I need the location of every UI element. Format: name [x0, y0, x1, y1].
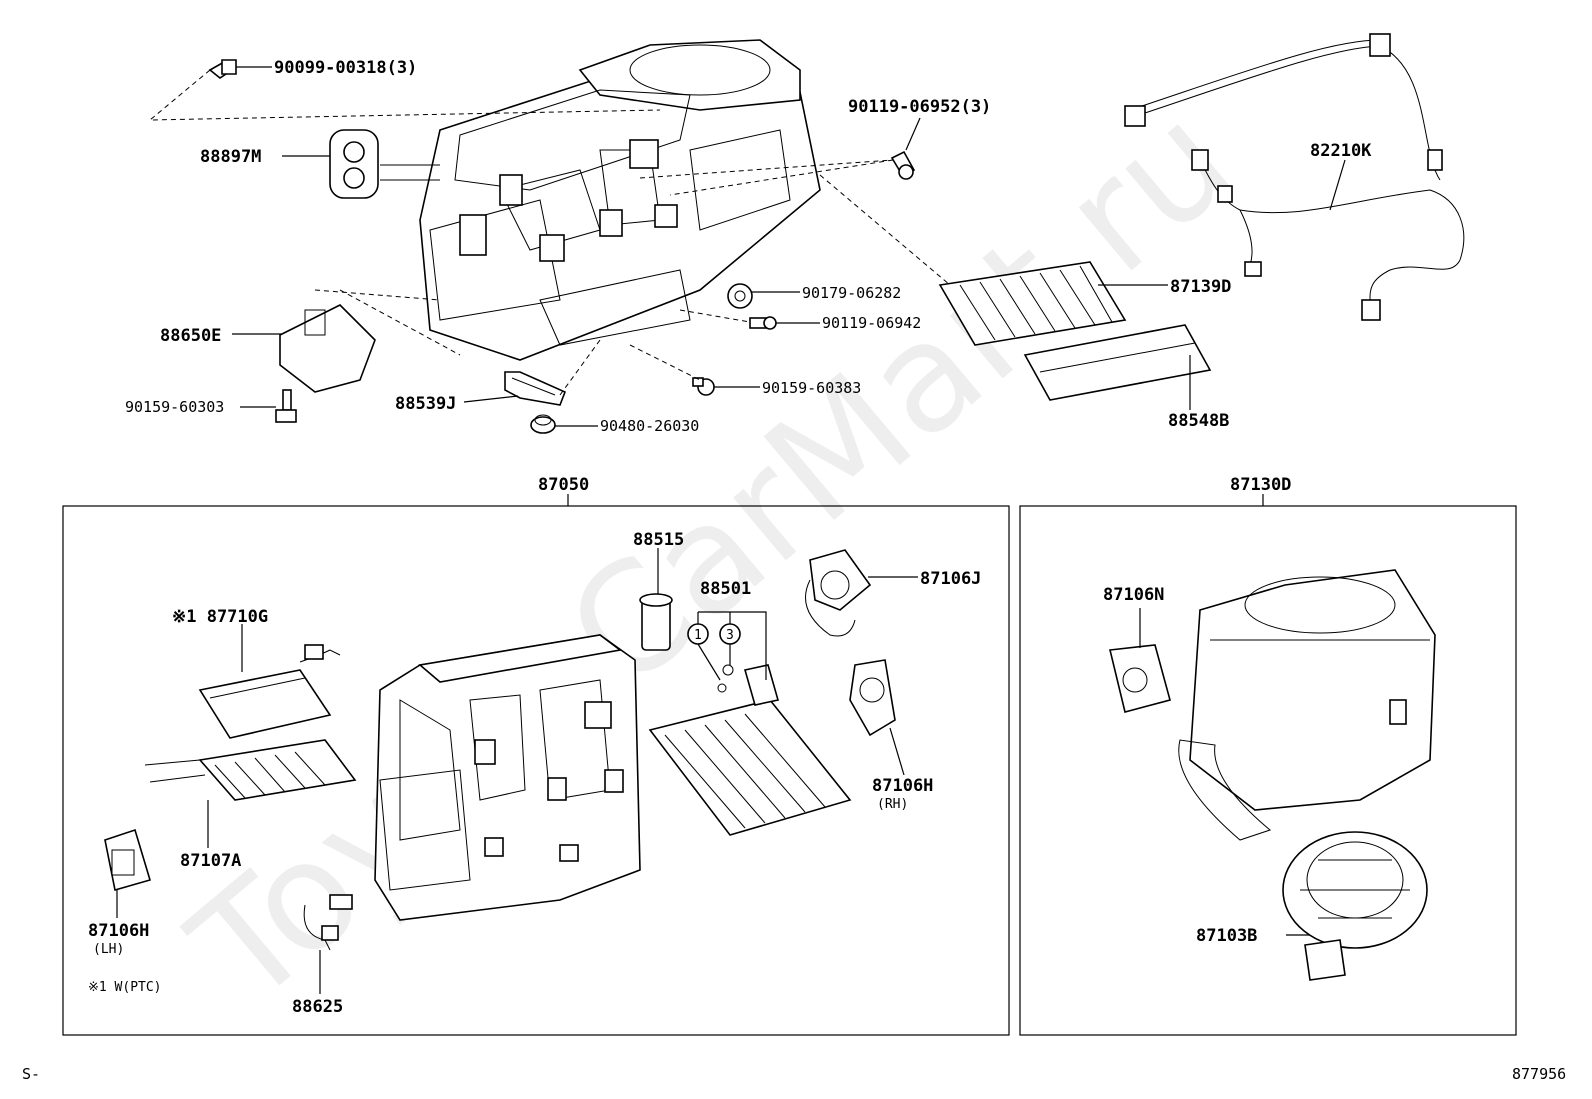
sensor-88515	[639, 593, 673, 651]
svg-text:3: 3	[726, 628, 734, 643]
actuator-87106h-lh	[104, 828, 151, 892]
group-box-87050	[62, 505, 1010, 1036]
actuator-87106h-rh	[849, 659, 896, 737]
label-88515: 88515	[633, 530, 684, 550]
group-label-87130d: 87130D	[1230, 475, 1291, 495]
group-label-87050: 87050	[538, 475, 589, 495]
label-88897m: 88897M	[200, 147, 261, 167]
hose-88539j	[504, 371, 567, 406]
footnote-ptc: ※1 W(PTC)	[88, 980, 162, 995]
heater-unit-drawing	[380, 39, 821, 361]
clip-90179	[727, 283, 753, 309]
label-87107a: 87107A	[180, 851, 241, 871]
heater-case-drawing	[374, 634, 641, 921]
label-90480-26030: 90480-26030	[600, 417, 699, 435]
label-87106n: 87106N	[1103, 585, 1164, 605]
wire-harness-82210k	[1124, 33, 1465, 321]
label-90159-60383: 90159-60383	[762, 379, 861, 397]
heater-core-87107a	[144, 739, 357, 801]
label-87139d: 87139D	[1170, 277, 1231, 297]
blower-motor-87103b	[1282, 831, 1428, 981]
ptc-heater-87710g	[198, 644, 341, 739]
evaporator-88501	[648, 664, 852, 836]
label-90119-06952: 90119-06952(3)	[848, 97, 991, 117]
grommet-88897m	[329, 129, 379, 199]
label-lh: (LH)	[93, 942, 124, 957]
grommet-90480	[530, 414, 556, 434]
sensor-88625	[303, 894, 353, 951]
module-88650e	[279, 304, 376, 393]
group-box-87130d	[1019, 505, 1517, 1036]
screw-90119-06942	[749, 316, 777, 330]
screw-90099	[208, 59, 237, 79]
label-88548b: 88548B	[1168, 411, 1229, 431]
label-90179-06282: 90179-06282	[802, 284, 901, 302]
label-rh: (RH)	[877, 797, 908, 812]
label-87710g: ※1 87710G	[172, 607, 268, 627]
actuator-87106j	[805, 549, 872, 637]
corner-text-left: S-	[22, 1065, 40, 1083]
svg-text:1: 1	[694, 628, 702, 643]
callout-3: 3	[719, 623, 741, 645]
label-90099-00318: 90099-00318(3)	[274, 58, 417, 78]
label-90159-60303: 90159-60303	[125, 398, 224, 416]
label-88650e: 88650E	[160, 326, 221, 346]
label-88539j: 88539J	[395, 394, 456, 414]
screw-90159-60303	[275, 389, 297, 423]
screw-90159-60383	[692, 377, 715, 396]
label-90119-06942: 90119-06942	[822, 314, 921, 332]
label-87106h-lh: 87106H	[88, 921, 149, 941]
callout-1: 1	[687, 623, 709, 645]
screw-90119-06952	[890, 150, 916, 180]
label-87106h-rh: 87106H	[872, 776, 933, 796]
label-88501: 88501	[700, 579, 751, 599]
filter-87139d	[938, 261, 1127, 346]
label-87103b: 87103B	[1196, 926, 1257, 946]
label-88625: 88625	[292, 997, 343, 1017]
blower-case-drawing	[1178, 569, 1436, 841]
filter-cover-88548b	[1023, 324, 1212, 401]
actuator-87106n	[1109, 644, 1171, 713]
diagram-code: 877956	[1512, 1065, 1566, 1083]
label-87106j: 87106J	[920, 569, 981, 589]
label-82210k: 82210K	[1310, 141, 1372, 161]
